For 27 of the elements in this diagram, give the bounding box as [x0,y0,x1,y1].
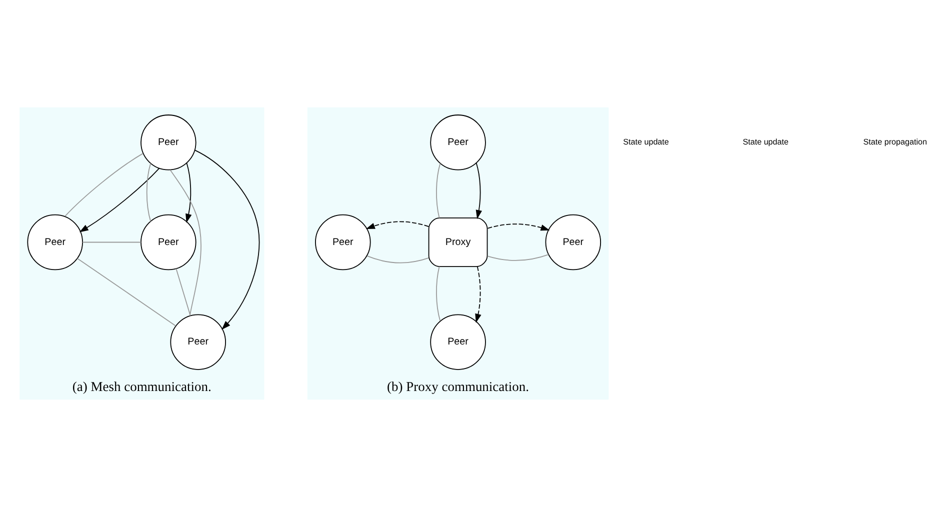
arrow [79,168,160,232]
node-circle: Peer [315,214,371,270]
connector [76,258,176,326]
arrow [366,221,430,230]
legend-label: State propagation [863,137,928,146]
connector [436,162,441,218]
connector [146,162,152,222]
connector [487,254,549,261]
connector [64,153,144,217]
node-circle: Peer [140,114,196,170]
legend-label: State update [623,137,669,146]
legend-label: State update [742,137,789,146]
arrow [194,150,260,330]
node-circle: Peer [27,214,83,270]
node-circle: Peer [545,214,602,270]
node-box: Proxy [428,218,488,267]
connector [366,256,430,264]
arrow [476,162,482,220]
arrow [186,162,192,223]
connector [82,242,142,243]
connector [436,266,441,322]
node-circle: Peer [170,314,226,370]
arrow [475,266,482,323]
node-circle: Peer [430,114,486,170]
arrow [487,224,550,231]
connector [176,268,191,316]
connector [170,169,202,316]
